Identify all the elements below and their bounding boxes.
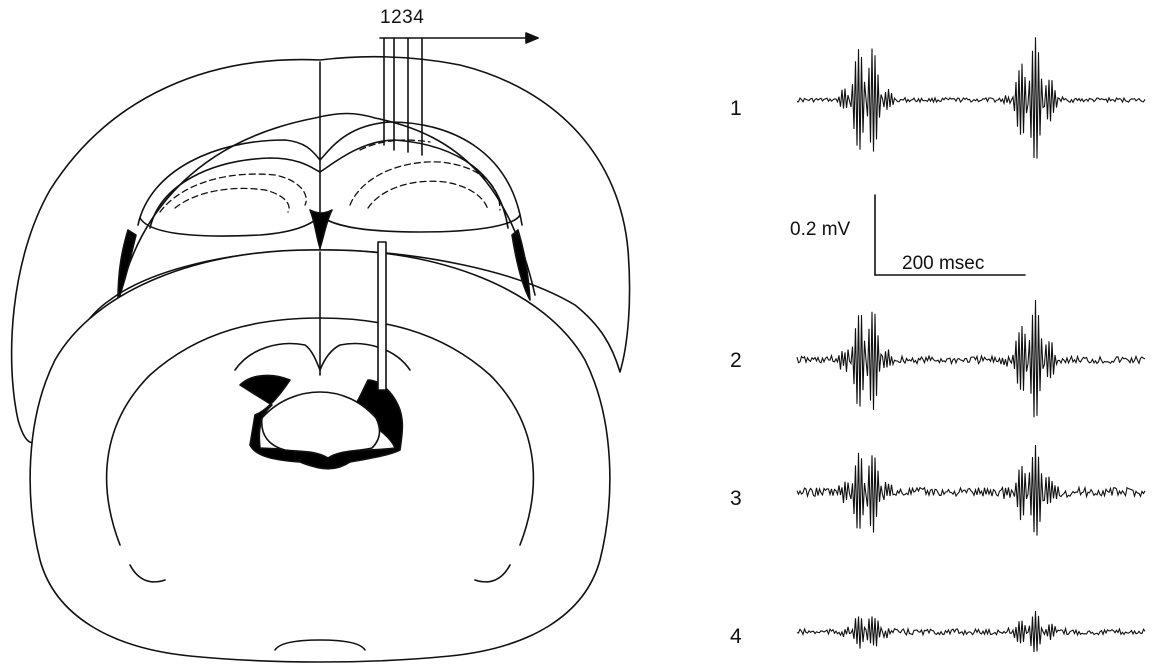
- cc-inner-right: [320, 140, 508, 228]
- hippocampus-layer-right-3: [360, 140, 430, 150]
- trace-1: [797, 37, 1145, 158]
- scale-bar-amplitude-label: 0.2 mV: [790, 220, 850, 239]
- third-ventricle-posterior: [310, 210, 332, 248]
- stimulating-electrode: [378, 242, 386, 390]
- trace-label-2: 2: [730, 350, 742, 371]
- trace-label-4: 4: [730, 626, 742, 647]
- trace-label-3: 3: [730, 488, 742, 509]
- hippocampus-layer-left-2: [175, 188, 289, 212]
- scale-bar-time-label: 200 msec: [902, 254, 984, 273]
- cc-inner-left: [150, 158, 320, 228]
- hippocampus-layer-right-2: [368, 181, 488, 210]
- corpus-callosum-right: [320, 122, 522, 225]
- hippocampus-boundary: [140, 215, 520, 236]
- trace-label-1: 1: [730, 98, 742, 119]
- trace-4: [797, 611, 1145, 652]
- electrode-number-labels: 1234: [380, 8, 424, 27]
- trace-2: [797, 300, 1145, 417]
- trace-3: [797, 445, 1145, 536]
- electrode-array-arrowhead: [526, 33, 538, 43]
- hippocampus-layer-left-1: [160, 174, 306, 212]
- corpus-callosum-left: [138, 140, 320, 225]
